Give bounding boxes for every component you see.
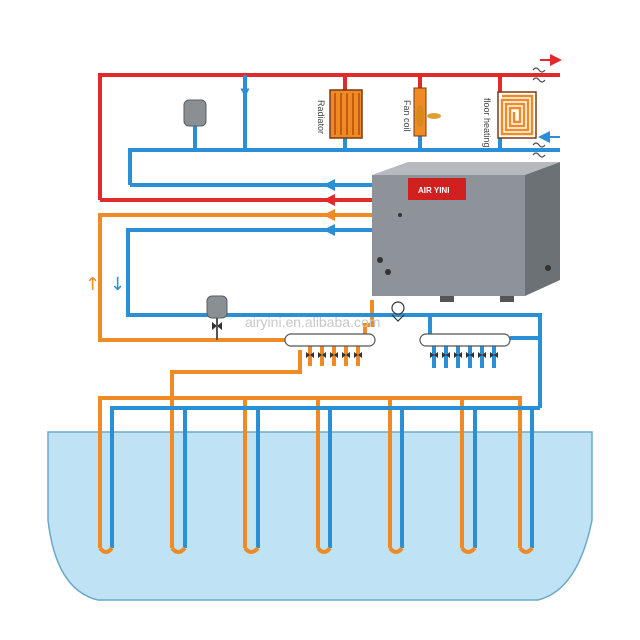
radiator-label: Radiator (316, 100, 326, 134)
return-manifold (419, 333, 511, 347)
fan-coil-label: Fan coil (402, 100, 412, 132)
circulation-pump-icon (391, 301, 405, 322)
brand-label: AIR YINI (418, 186, 449, 195)
floor-heating-coil (497, 91, 537, 139)
flow-down-icon: ↓ (110, 274, 125, 295)
fan-coil (413, 87, 441, 137)
radiator (329, 89, 363, 139)
floor-heating-label: floor heating (482, 98, 492, 148)
borehole-u-bends (98, 546, 534, 554)
heat-pump-unit: AIR YINI (372, 162, 560, 302)
flow-up-icon: ↑ (85, 274, 100, 295)
manifold-valves (306, 352, 498, 358)
ground-loop-supply (98, 213, 522, 548)
supply-manifold (284, 333, 376, 347)
watermark: airyini.en.alibaba.com (245, 314, 380, 330)
expansion-tank-top (183, 99, 207, 127)
ground-loop-return (110, 228, 542, 548)
pipe-break-marks (532, 67, 546, 158)
expansion-tank-ground (206, 295, 228, 340)
